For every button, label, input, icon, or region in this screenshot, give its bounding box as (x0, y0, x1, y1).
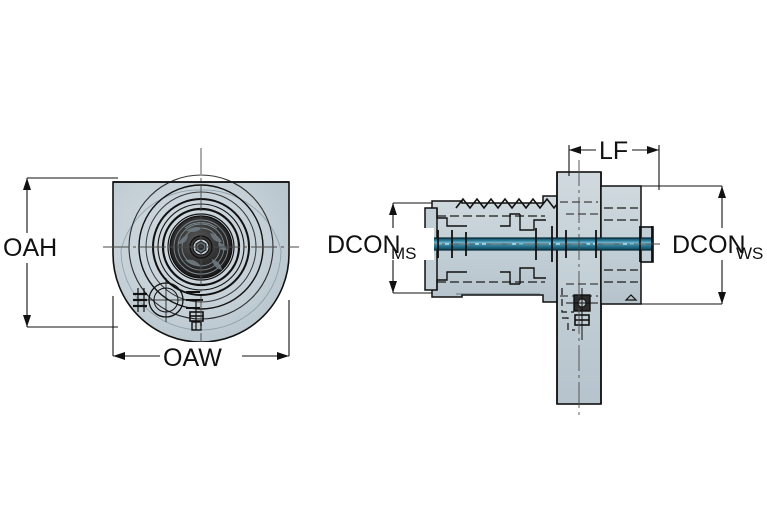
dimension-dcon-ms: DCON MS (326, 202, 434, 294)
dcon-ws-arrow-top (718, 186, 726, 198)
dcon-ms-arrow-bottom (389, 281, 397, 293)
oah-label: OAH (3, 234, 57, 262)
oaw-arrow-right (277, 352, 289, 360)
front-view-centerlines (103, 148, 299, 348)
front-view: OAH OAW (2, 148, 299, 372)
dcon-ws-subscript: WS (736, 244, 763, 263)
dimension-dcon-ws: DCON WS (601, 185, 767, 305)
oah-label-backdrop (2, 233, 56, 263)
dimension-lf: LF (568, 136, 660, 190)
dcon-ws-label-backdrop (660, 228, 767, 260)
lf-label-backdrop (596, 136, 632, 164)
oah-arrow-top (23, 178, 31, 190)
dimension-oah: OAH (2, 177, 118, 328)
dcon-ms-label: DCON (327, 231, 401, 259)
oaw-arrow-left (113, 352, 125, 360)
oah-arrow-bottom (23, 315, 31, 327)
front-view-port-detail (133, 278, 204, 331)
side-view: DCON MS DCON WS LF (326, 136, 767, 416)
dcon-ws-arrow-bottom (718, 292, 726, 304)
lf-arrow-left (569, 146, 581, 154)
dcon-ms-label-backdrop (326, 228, 434, 260)
oaw-label: OAW (163, 344, 222, 372)
oaw-label-backdrop (160, 342, 242, 370)
dcon-ms-subscript: MS (391, 244, 417, 263)
dimension-oaw: OAW (112, 296, 290, 372)
dcon-ws-label: DCON (672, 231, 746, 259)
lf-arrow-right (647, 146, 659, 154)
dcon-ms-arrow-top (389, 203, 397, 215)
flange-lock-screws (561, 288, 598, 340)
lf-label: LF (599, 137, 628, 165)
ms-thread-serration (455, 197, 569, 210)
